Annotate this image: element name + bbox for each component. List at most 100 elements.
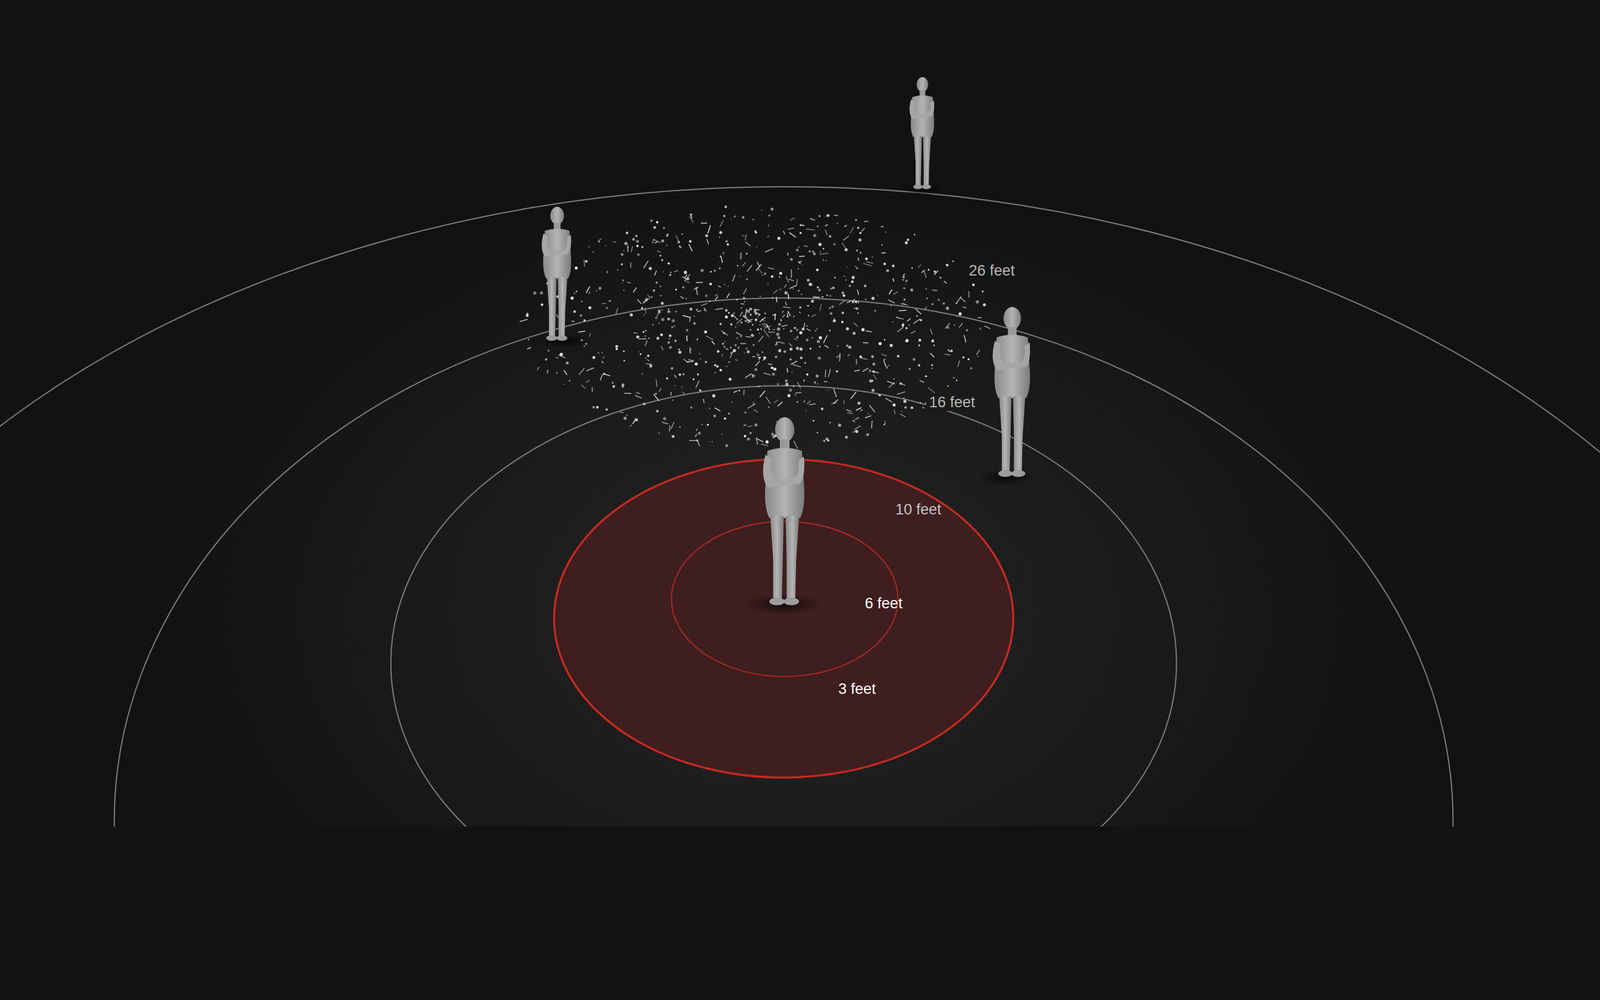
aerosol-particle bbox=[861, 328, 865, 332]
aerosol-particle bbox=[662, 417, 667, 421]
aerosol-particle bbox=[635, 395, 642, 399]
aerosol-particle bbox=[527, 347, 532, 349]
aerosol-particle bbox=[862, 342, 869, 344]
aerosol-particle bbox=[730, 353, 732, 359]
aerosol-particle bbox=[622, 279, 624, 282]
aerosol-particle bbox=[924, 306, 927, 310]
aerosol-particle bbox=[671, 318, 675, 323]
aerosol-particle bbox=[784, 291, 788, 295]
aerosol-particle bbox=[720, 220, 724, 227]
aerosol-particle bbox=[700, 268, 704, 272]
aerosol-particle bbox=[722, 251, 724, 255]
aerosol-particle bbox=[745, 233, 747, 240]
aerosol-particle bbox=[834, 215, 839, 217]
aerosol-particle bbox=[820, 303, 822, 312]
aerosol-particle bbox=[942, 302, 946, 305]
aerosol-particle bbox=[946, 306, 950, 310]
aerosol-particle bbox=[745, 336, 752, 338]
aerosol-particle bbox=[694, 435, 697, 438]
aerosol-particle bbox=[885, 398, 893, 403]
aerosol-particle bbox=[865, 257, 868, 260]
aerosol-particle bbox=[660, 333, 663, 337]
aerosol-particle bbox=[832, 286, 835, 290]
aerosol-particle bbox=[715, 308, 723, 310]
aerosol-particle bbox=[787, 368, 788, 373]
aerosol-particle bbox=[844, 248, 848, 252]
aerosol-particle bbox=[783, 231, 785, 235]
aerosol-particle bbox=[770, 207, 774, 211]
aerosol-particle bbox=[581, 385, 586, 389]
aerosol-particle bbox=[747, 425, 753, 427]
aerosol-particle bbox=[805, 338, 809, 342]
aerosol-particle bbox=[675, 235, 680, 244]
aerosol-particle bbox=[711, 341, 715, 345]
aerosol-particle bbox=[620, 263, 623, 266]
aerosol-particle bbox=[694, 362, 698, 366]
distance-ring bbox=[390, 385, 1177, 827]
aerosol-particle bbox=[857, 312, 859, 314]
aerosol-particle bbox=[869, 379, 873, 383]
aerosol-particle bbox=[816, 286, 819, 289]
aerosol-particle bbox=[697, 310, 702, 312]
aerosol-particle bbox=[700, 222, 707, 224]
aerosol-particle bbox=[627, 246, 629, 253]
aerosol-particle bbox=[937, 298, 940, 302]
aerosol-particle bbox=[939, 276, 942, 279]
aerosol-particle bbox=[815, 374, 819, 378]
aerosol-particle bbox=[598, 241, 600, 243]
aerosol-particle bbox=[648, 337, 650, 340]
aerosol-particle bbox=[705, 234, 708, 238]
aerosol-particle bbox=[758, 356, 762, 359]
aerosol-particle bbox=[796, 346, 800, 350]
aerosol-particle bbox=[777, 336, 780, 339]
aerosol-particle bbox=[857, 290, 859, 295]
aerosol-particle bbox=[871, 296, 875, 300]
aerosol-particle bbox=[984, 326, 991, 329]
aerosol-particle bbox=[904, 406, 907, 409]
aerosol-particle bbox=[701, 303, 708, 306]
aerosol-particle bbox=[803, 400, 805, 403]
aerosol-particle bbox=[872, 370, 875, 373]
aerosol-particle bbox=[748, 311, 750, 313]
aerosol-particle bbox=[803, 379, 805, 382]
aerosol-particle bbox=[803, 245, 809, 247]
aerosol-particle bbox=[779, 271, 783, 275]
aerosol-particle bbox=[822, 439, 825, 442]
aerosol-particle bbox=[696, 428, 698, 432]
aerosol-particle bbox=[674, 339, 677, 342]
aerosol-particle bbox=[814, 328, 818, 332]
aerosol-particle bbox=[825, 216, 827, 218]
aerosol-particle bbox=[623, 350, 625, 353]
aerosol-particle bbox=[856, 249, 859, 252]
aerosol-particle bbox=[735, 326, 737, 328]
aerosol-particle bbox=[657, 309, 660, 311]
aerosol-particle bbox=[757, 385, 760, 388]
aerosol-particle bbox=[901, 411, 903, 413]
aerosol-particle bbox=[746, 347, 748, 350]
aerosol-particle bbox=[738, 390, 740, 392]
aerosol-particle bbox=[740, 276, 742, 278]
aerosol-particle bbox=[805, 410, 807, 412]
aerosol-particle bbox=[980, 327, 982, 330]
aerosol-particle bbox=[931, 364, 934, 367]
aerosol-particle bbox=[656, 379, 657, 387]
aerosol-particle bbox=[746, 278, 748, 280]
aerosol-particle bbox=[743, 301, 745, 303]
aerosol-particle bbox=[893, 409, 895, 414]
aerosol-particle bbox=[743, 425, 747, 426]
aerosol-particle bbox=[597, 351, 600, 354]
aerosol-particle bbox=[709, 441, 711, 443]
aerosol-particle bbox=[670, 367, 674, 370]
aerosol-particle bbox=[733, 390, 737, 393]
aerosol-particle bbox=[800, 356, 803, 360]
aerosol-particle bbox=[654, 241, 658, 244]
aerosol-particle bbox=[855, 307, 859, 310]
aerosol-particle bbox=[770, 366, 774, 370]
aerosol-particle bbox=[723, 346, 726, 348]
aerosol-particle bbox=[897, 326, 904, 332]
aerosol-particle bbox=[830, 287, 833, 290]
aerosol-particle bbox=[650, 219, 653, 222]
distance-label: 3 feet bbox=[835, 680, 880, 698]
aerosol-particle bbox=[967, 358, 970, 361]
aerosol-particle bbox=[641, 246, 644, 249]
